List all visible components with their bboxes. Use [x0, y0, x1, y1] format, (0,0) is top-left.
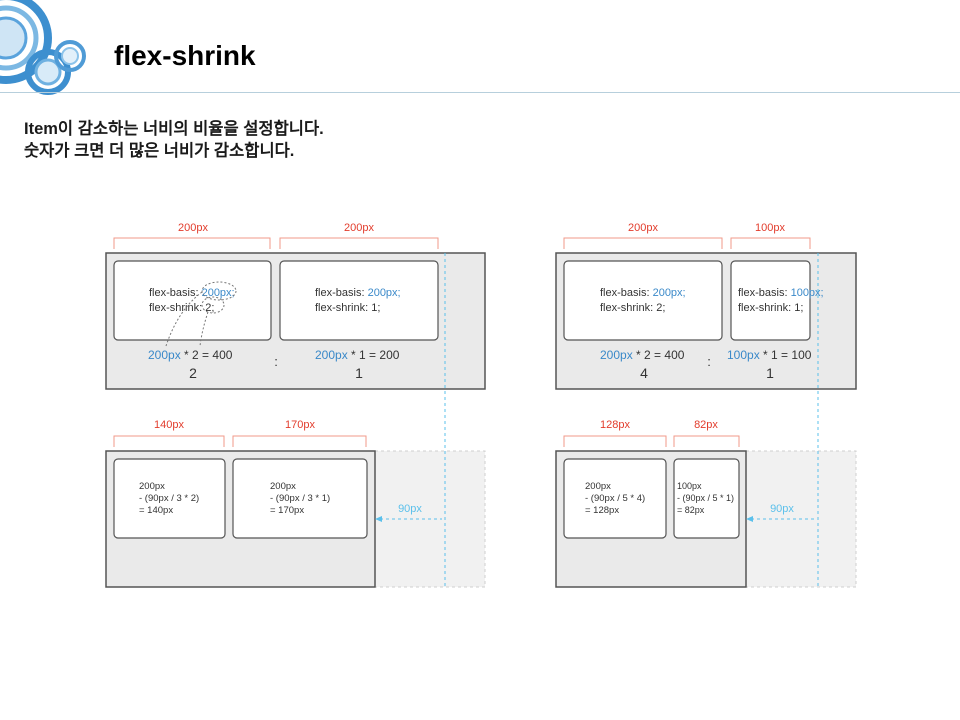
dimension-brackets-top-right	[563, 237, 811, 249]
item-top-left-1-shrink: flex-shrink: 2;	[149, 302, 214, 314]
annotation-dashes-top-left	[165, 281, 237, 347]
calc-top-right-1: 200px * 2 = 400	[600, 348, 685, 362]
ratio-top-right-2: 1	[766, 365, 774, 381]
item-bottom-right-1-line-3: = 128px	[585, 505, 619, 516]
flex-item-top-right-1	[563, 260, 723, 341]
ratio-sep-top-right: :	[707, 354, 711, 369]
flex-item-bottom-right-1	[563, 458, 667, 539]
item-top-right-1-basis: flex-basis: 200px;	[600, 287, 686, 299]
dimension-brackets-bottom-left	[113, 435, 367, 447]
dim-label-top-left-1: 200px	[178, 222, 208, 234]
flex-item-top-left-2	[279, 260, 439, 341]
item-bottom-left-1-line-1: 200px	[139, 481, 165, 492]
item-bottom-left-2-line-1: 200px	[270, 481, 296, 492]
flex-item-top-right-2	[730, 260, 811, 341]
description: Item이 감소하는 너비의 비율을 설정합니다. 숫자가 크면 더 많은 너비…	[24, 118, 324, 162]
item-top-left-2-basis: flex-basis: 200px;	[315, 287, 401, 299]
item-top-left-1-basis: flex-basis: 200px;	[149, 287, 235, 299]
guide-lines-left	[380, 253, 446, 587]
item-bottom-right-2-line-3: = 82px	[677, 505, 705, 515]
calc-top-left-2: 200px * 1 = 200	[315, 348, 400, 362]
item-top-right-1-shrink: flex-shrink: 2;	[600, 302, 665, 314]
arrow-head-right	[746, 516, 753, 522]
dimension-brackets-top-left	[113, 237, 439, 249]
item-bottom-left-2-line-3: = 170px	[270, 505, 304, 516]
dim-label-bottom-left-1: 140px	[154, 419, 184, 431]
shrink-amount-right: 90px	[770, 503, 794, 515]
calc-top-right-2: 100px * 1 = 100	[727, 348, 812, 362]
ratio-top-right-1: 4	[640, 365, 648, 381]
description-line-2: 숫자가 크면 더 많은 너비가 감소합니다.	[24, 142, 295, 160]
ratio-sep-top-left: :	[274, 354, 278, 369]
item-bottom-left-2-line-2: - (90px / 3 * 1)	[270, 493, 330, 504]
item-top-right-2-basis: flex-basis: 100px;	[738, 287, 824, 299]
item-top-right-2-shrink: flex-shrink: 1;	[738, 302, 803, 314]
dim-label-bottom-right-2: 82px	[694, 419, 718, 431]
item-top-left-2-shrink: flex-shrink: 1;	[315, 302, 380, 314]
dimension-brackets-bottom-right	[563, 435, 740, 447]
title-divider	[0, 92, 960, 93]
dim-label-top-right-1: 200px	[628, 222, 658, 234]
item-bottom-right-2-line-1: 100px	[677, 481, 702, 491]
flex-item-bottom-right-2	[673, 458, 740, 539]
dim-label-top-right-2: 100px	[755, 222, 785, 234]
dim-label-bottom-right-1: 128px	[600, 419, 630, 431]
item-bottom-left-1-line-3: = 140px	[139, 505, 173, 516]
item-bottom-right-2-line-2: - (90px / 5 * 1)	[677, 493, 734, 503]
ratio-top-left-1: 2	[189, 365, 197, 381]
description-line-1: Item이 감소하는 너비의 비율을 설정합니다.	[24, 120, 324, 138]
ratio-top-left-2: 1	[355, 365, 363, 381]
calc-top-left-1: 200px * 2 = 400	[148, 348, 233, 362]
dim-label-top-left-2: 200px	[344, 222, 374, 234]
shrink-amount-left: 90px	[398, 503, 422, 515]
guide-lines-right	[751, 253, 819, 587]
flex-item-bottom-left-1	[113, 458, 226, 539]
flex-item-bottom-left-2	[232, 458, 368, 539]
dim-label-bottom-left-2: 170px	[285, 419, 315, 431]
item-bottom-right-1-line-2: - (90px / 5 * 4)	[585, 493, 645, 504]
arrow-head-left	[375, 516, 382, 522]
page-title: flex-shrink	[114, 40, 256, 71]
item-bottom-left-1-line-2: - (90px / 3 * 2)	[139, 493, 199, 504]
item-bottom-right-1-line-1: 200px	[585, 481, 611, 492]
